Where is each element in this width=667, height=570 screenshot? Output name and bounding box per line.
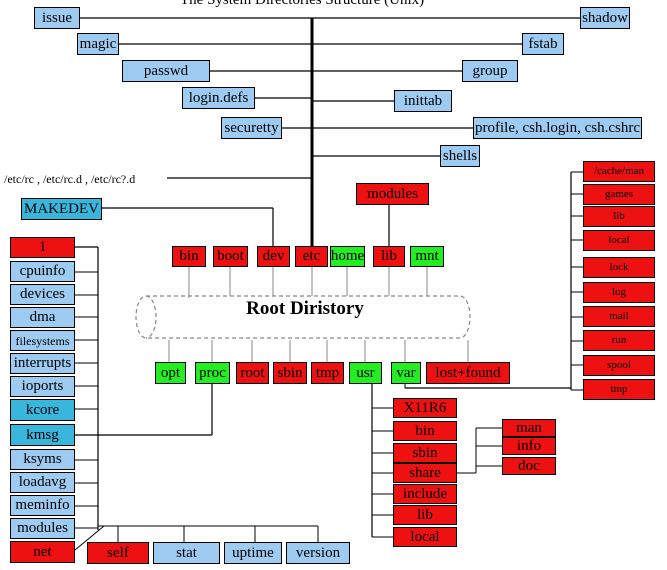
proc-item: filesystems — [10, 330, 75, 351]
root-directory-label: Root Diristory — [246, 298, 364, 319]
proc-item: devices — [10, 284, 75, 305]
var-item: spool — [583, 355, 655, 376]
etc-file-login-defs: login.defs — [182, 87, 255, 109]
var-item: mail — [583, 306, 655, 327]
proc-item: loadavg — [10, 472, 75, 493]
usr-item: X11R6 — [393, 398, 457, 418]
proc-item: version — [286, 542, 350, 564]
proc-item: uptime — [224, 542, 282, 564]
proc-item: meminfo — [10, 495, 75, 516]
etc-file-inittab: inittab — [394, 90, 452, 112]
proc-item: self — [87, 542, 149, 564]
proc-item: kmsg — [10, 424, 75, 446]
etc-file-issue: issue — [34, 7, 80, 29]
etc-file-fstab: fstab — [522, 33, 564, 55]
proc-item: interrupts — [10, 353, 75, 374]
dir-home: home — [330, 246, 365, 267]
var-item: local — [583, 230, 655, 251]
dir-dev: dev — [257, 246, 290, 267]
var-item: lock — [583, 257, 655, 278]
dir-var: var — [391, 362, 421, 384]
etc-file-shadow: shadow — [580, 7, 630, 29]
dir-etc: etc — [295, 246, 328, 267]
dir-lib: lib — [373, 246, 405, 267]
dir-proc: proc — [195, 362, 230, 384]
etc-file-shells: shells — [440, 145, 480, 167]
dir-usr: usr — [349, 362, 382, 384]
share-item: man — [502, 419, 556, 437]
dir-lost-found: lost+found — [426, 362, 510, 384]
proc-item: dma — [10, 307, 75, 328]
usr-item: sbin — [393, 443, 457, 463]
dir-tmp: tmp — [311, 362, 344, 384]
etc-file-magic: magic — [77, 33, 119, 55]
proc-item: net — [10, 541, 75, 563]
var-item: /cache/man — [583, 161, 655, 182]
proc-item: cpuinfo — [10, 261, 75, 282]
makedev-box: MAKEDEV — [21, 198, 102, 220]
proc-item: 1 — [10, 237, 75, 258]
var-item: log — [583, 282, 655, 303]
etc-file-group: group — [462, 60, 518, 82]
usr-item: lib — [393, 505, 457, 525]
proc-item: modules — [10, 518, 75, 539]
var-item: tmp — [583, 379, 655, 400]
proc-item: ksyms — [10, 449, 75, 470]
etc-file-passwd: passwd — [122, 60, 210, 82]
usr-item: include — [393, 484, 457, 504]
share-item: info — [502, 437, 556, 455]
dir-bin: bin — [172, 246, 206, 267]
proc-item: ioports — [10, 376, 75, 397]
dir-mnt: mnt — [410, 246, 444, 267]
lib-modules-box: modules — [356, 183, 429, 205]
var-item: lib — [583, 206, 655, 227]
dir-boot: boot — [213, 246, 248, 267]
share-item: doc — [502, 457, 556, 475]
etc-file-profile: profile, csh.login, csh.cshrc — [473, 117, 642, 139]
proc-item: kcore — [10, 399, 75, 421]
dir-sbin: sbin — [273, 362, 307, 384]
usr-item: local — [393, 527, 457, 547]
var-item: run — [583, 330, 655, 351]
diagram-title: The System Directories Structure (Unix) — [180, 0, 425, 8]
etc-file-securetty: securetty — [221, 117, 282, 139]
dir-opt: opt — [155, 362, 186, 384]
usr-item: bin — [393, 421, 457, 441]
proc-item: stat — [153, 542, 220, 564]
usr-item: share — [393, 463, 457, 483]
dir-root: root — [236, 362, 269, 384]
var-item: games — [583, 184, 655, 205]
etc-rc-files: /etc/rc , /etc/rc.d , /etc/rc?.d — [4, 172, 136, 186]
